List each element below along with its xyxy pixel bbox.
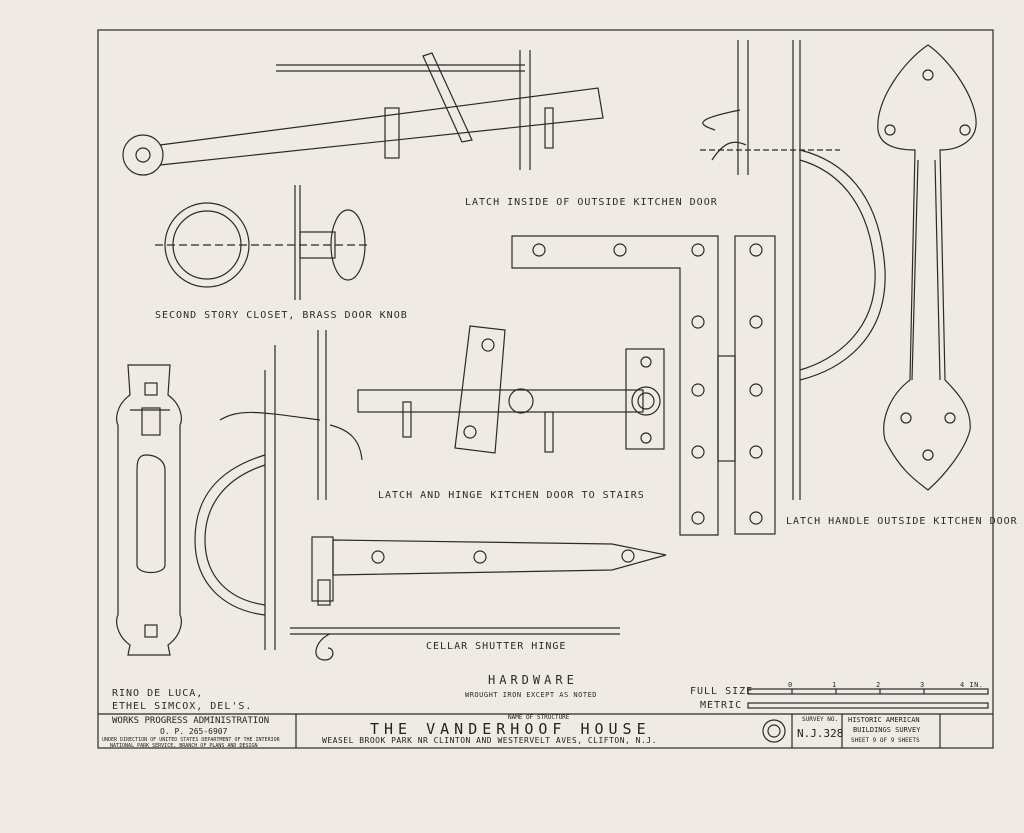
latch-handle-drawing (877, 44, 977, 491)
tb-under-2: NATIONAL PARK SERVICE, BRANCH OF PLANS A… (110, 743, 258, 749)
tb-wpa: WORKS PROGRESS ADMINISTRATION (112, 716, 270, 726)
label-latch-hinge: LATCH AND HINGE KITCHEN DOOR TO STAIRS (378, 490, 645, 501)
tb-habs-1: HISTORIC AMERICAN (848, 716, 920, 724)
habs-seal (762, 719, 786, 743)
scale-tick-2: 2 (876, 681, 881, 689)
tb-survey-label: SURVEY NO. (802, 716, 839, 723)
tb-name-label: NAME OF STRUCTURE (508, 714, 570, 721)
tb-op: O. P. 265-6907 (160, 727, 228, 736)
thumb-latch-plate-drawing (116, 364, 182, 656)
latch-inside-drawing (122, 50, 604, 176)
strap-hinge-drawing (511, 235, 776, 536)
thumb-latch-side-drawing (194, 330, 363, 650)
tb-under-1: UNDER DIRECTION OF UNITED STATES DEPARTM… (102, 737, 280, 743)
label-latch-handle: LATCH HANDLE OUTSIDE KITCHEN DOOR (786, 516, 1018, 527)
stair-latch-drawing (357, 325, 665, 454)
door-knob-drawing (155, 185, 370, 300)
label-hardware-sub: WROUGHT IRON EXCEPT AS NOTED (465, 691, 598, 699)
scale-tick-3: 3 (920, 681, 925, 689)
drafter-line-1: RINO DE LUCA, (112, 688, 204, 699)
tb-sheet: SHEET 9 OF 9 SHEETS (851, 737, 920, 744)
scale-tick-0: 0 (788, 681, 793, 689)
tb-location: WEASEL BROOK PARK NR CLINTON AND WESTERV… (322, 736, 657, 745)
label-door-knob: SECOND STORY CLOSET, BRASS DOOR KNOB (155, 310, 408, 321)
cellar-hinge-drawing (290, 536, 667, 661)
drafter-line-2: ETHEL SIMCOX, DEL'S. (112, 701, 253, 712)
label-metric: METRIC (700, 700, 743, 711)
label-cellar-hinge: CELLAR SHUTTER HINGE (426, 641, 567, 652)
tb-habs-2: BUILDINGS SURVEY (853, 726, 921, 734)
scale-tick-4: 4 IN. (960, 681, 984, 689)
tb-survey-no: N.J.328 (797, 727, 844, 740)
latch-profile-drawing (700, 40, 886, 500)
label-full-size: FULL SIZE (690, 686, 754, 697)
tb-structure-name: THE VANDERHOOF HOUSE (370, 720, 651, 738)
scale-tick-1: 1 (832, 681, 837, 689)
label-hardware: HARDWARE (488, 673, 578, 687)
label-latch-inside: LATCH INSIDE OF OUTSIDE KITCHEN DOOR (465, 197, 718, 208)
scale-bars (747, 688, 989, 709)
sheet-border (97, 29, 994, 749)
